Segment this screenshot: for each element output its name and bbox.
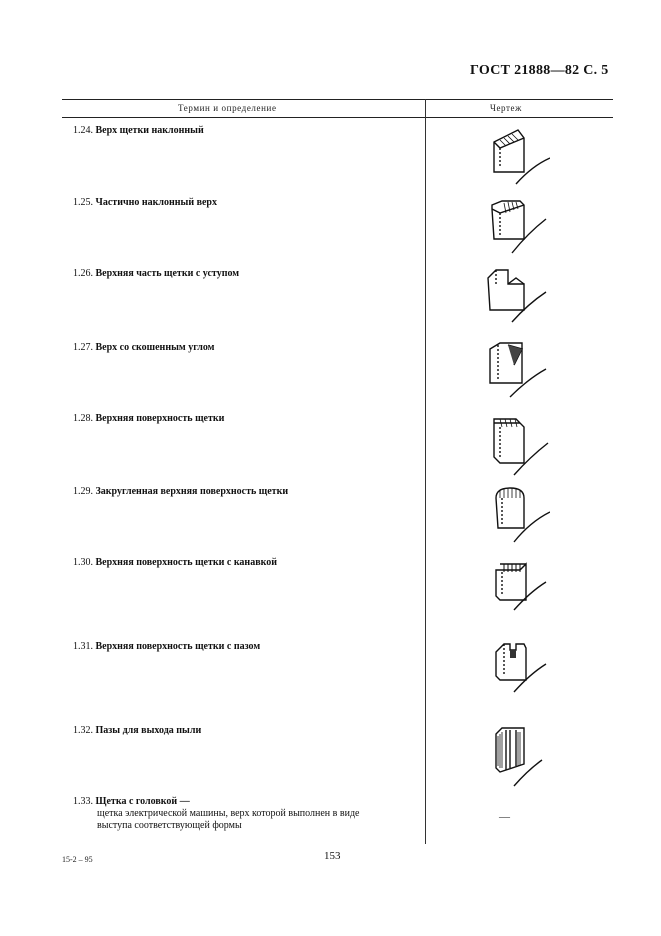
stepped-top-brush-icon [487, 269, 547, 323]
list-item: 1.27. Верх со скошенным углом [73, 342, 418, 354]
entry-number: 1.27. [73, 342, 93, 353]
list-item: 1.25. Частично наклонный верх [73, 197, 418, 209]
list-item: 1.24. Верх щетки наклонный [73, 125, 418, 137]
page-number: 153 [324, 850, 341, 862]
entry-number: 1.31. [73, 641, 93, 652]
table-top-rule [62, 99, 613, 100]
print-code: 15-2 – 95 [62, 855, 93, 864]
entry-number: 1.33. [73, 796, 93, 807]
entry-term: Частично наклонный верх [95, 197, 217, 208]
entry-number: 1.29. [73, 486, 93, 497]
grooved-top-brush-icon [495, 562, 547, 611]
inclined-top-brush-icon [493, 129, 550, 185]
list-item: 1.33. Щетка с головкой — [73, 796, 418, 808]
entry-term: Верхняя поверхность щетки с пазом [95, 641, 261, 652]
entry-term: Закругленная верхняя поверхность щетки [95, 486, 289, 497]
entry-term: Верхняя поверхность щетки с канавкой [95, 557, 277, 568]
list-item: 1.29. Закругленная верхняя поверхность щ… [73, 486, 418, 498]
drawing-none: — [499, 811, 510, 823]
entry-number: 1.30. [73, 557, 93, 568]
entry-number: 1.28. [73, 413, 93, 424]
list-item: 1.28. Верхняя поверхность щетки [73, 413, 418, 425]
entry-term: Верх со скошенным углом [95, 342, 215, 353]
entry-term: Пазы для выхода пыли [95, 725, 202, 736]
entry-number: 1.32. [73, 725, 93, 736]
entry-term: Верхняя поверхность щетки [95, 413, 225, 424]
list-item: 1.26. Верхняя часть щетки с уступом [73, 268, 418, 280]
partially-inclined-top-brush-icon [491, 200, 547, 254]
list-item: 1.30. Верхняя поверхность щетки с канавк… [73, 557, 418, 569]
list-item: 1.32. Пазы для выхода пыли [73, 725, 418, 737]
dust-slots-brush-icon [495, 727, 543, 787]
entry-term: Верхняя часть щетки с уступом [95, 268, 240, 279]
entry-number: 1.25. [73, 197, 93, 208]
chamfered-corner-brush-icon [489, 342, 547, 398]
entry-number: 1.24. [73, 125, 93, 136]
entry-number: 1.26. [73, 268, 93, 279]
entry-term: Верх щетки наклонный [95, 125, 204, 136]
entry-definition-line: щетка электрической машины, верх которой… [97, 808, 360, 819]
entry-term: Щетка с головкой — [95, 796, 190, 807]
column-divider [425, 99, 426, 844]
list-item: 1.31. Верхняя поверхность щетки с пазом [73, 641, 418, 653]
entry-definition-line: выступа соответствующей формы [97, 820, 242, 831]
page-header: ГОСТ 21888—82 С. 5 [470, 63, 609, 78]
column-header-drawing: Чертеж [490, 103, 522, 113]
top-surface-brush-icon [493, 418, 549, 476]
column-header-term: Термин и определение [178, 103, 277, 113]
table-header-rule [62, 117, 613, 118]
slotted-top-brush-icon [495, 643, 547, 693]
rounded-top-brush-icon [495, 487, 550, 543]
